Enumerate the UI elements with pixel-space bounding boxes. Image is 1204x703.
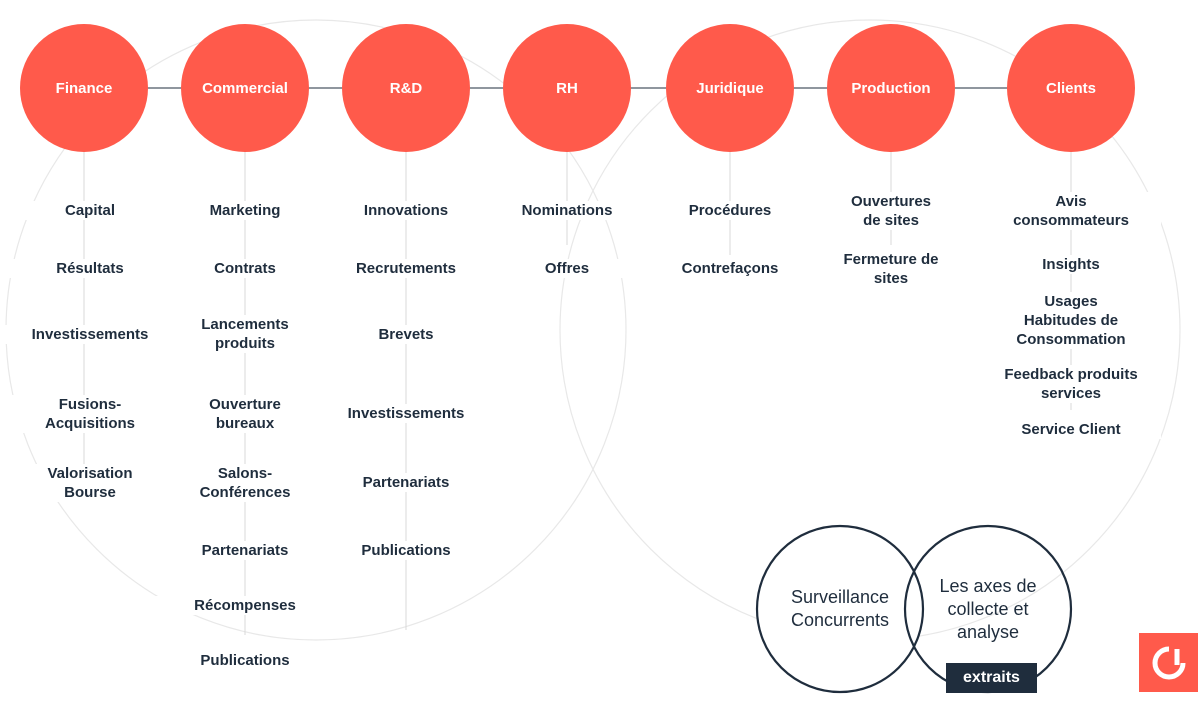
venn-right-label: Les axes de collecte et analyse — [939, 576, 1037, 642]
category-circle: Clients — [1007, 24, 1135, 152]
category-label: Production — [851, 79, 931, 97]
category-item: Recrutements — [316, 259, 496, 278]
category-item: Résultats — [0, 259, 180, 278]
category-label: Finance — [55, 79, 113, 97]
category-label: RH — [556, 79, 578, 97]
category-label: Clients — [1045, 79, 1096, 97]
category-label: Commercial — [202, 79, 288, 97]
venn-circle-left — [755, 524, 925, 694]
venn-left-label: Surveillance Concurrents — [790, 587, 890, 630]
category-item: Procédures — [640, 201, 820, 220]
category-item: Récompenses — [155, 596, 335, 615]
category-item: Salons- Conférences — [155, 464, 335, 502]
category-item: Publications — [155, 651, 335, 670]
category-item: Investissements — [0, 325, 180, 344]
category-item: Brevets — [316, 325, 496, 344]
category-item: Offres — [477, 259, 657, 278]
category-circle: Commercial — [181, 24, 309, 152]
brand-logo-icon — [1139, 633, 1198, 692]
category-item: Lancements produits — [155, 315, 335, 353]
category-item: Investissements — [316, 404, 496, 423]
category-item: Partenariats — [316, 473, 496, 492]
category-item: Fusions- Acquisitions — [0, 395, 180, 433]
category-item: Contrefaçons — [640, 259, 820, 278]
category-item: Nominations — [477, 201, 657, 220]
category-item: Feedback produits services — [981, 365, 1161, 403]
category-circle: Production — [827, 24, 955, 152]
extraits-badge: extraits — [946, 663, 1037, 693]
category-circle: RH — [503, 24, 631, 152]
category-circle: Finance — [20, 24, 148, 152]
category-item: Marketing — [155, 201, 335, 220]
category-item: Service Client — [981, 420, 1161, 439]
category-circle: R&D — [342, 24, 470, 152]
category-item: Fermeture de sites — [801, 250, 981, 288]
category-circle: Juridique — [666, 24, 794, 152]
category-label: R&D — [389, 79, 423, 97]
category-label: Juridique — [696, 79, 764, 97]
category-item: Valorisation Bourse — [0, 464, 180, 502]
category-item: Usages Habitudes de Consommation — [981, 292, 1161, 349]
category-item: Insights — [981, 255, 1161, 274]
category-item: Partenariats — [155, 541, 335, 560]
category-item: Ouvertures de sites — [801, 192, 981, 230]
category-item: Contrats — [155, 259, 335, 278]
category-item: Capital — [0, 201, 180, 220]
category-item: Publications — [316, 541, 496, 560]
category-item: Innovations — [316, 201, 496, 220]
category-item: Avis consommateurs — [981, 192, 1161, 230]
category-item: Ouverture bureaux — [155, 395, 335, 433]
